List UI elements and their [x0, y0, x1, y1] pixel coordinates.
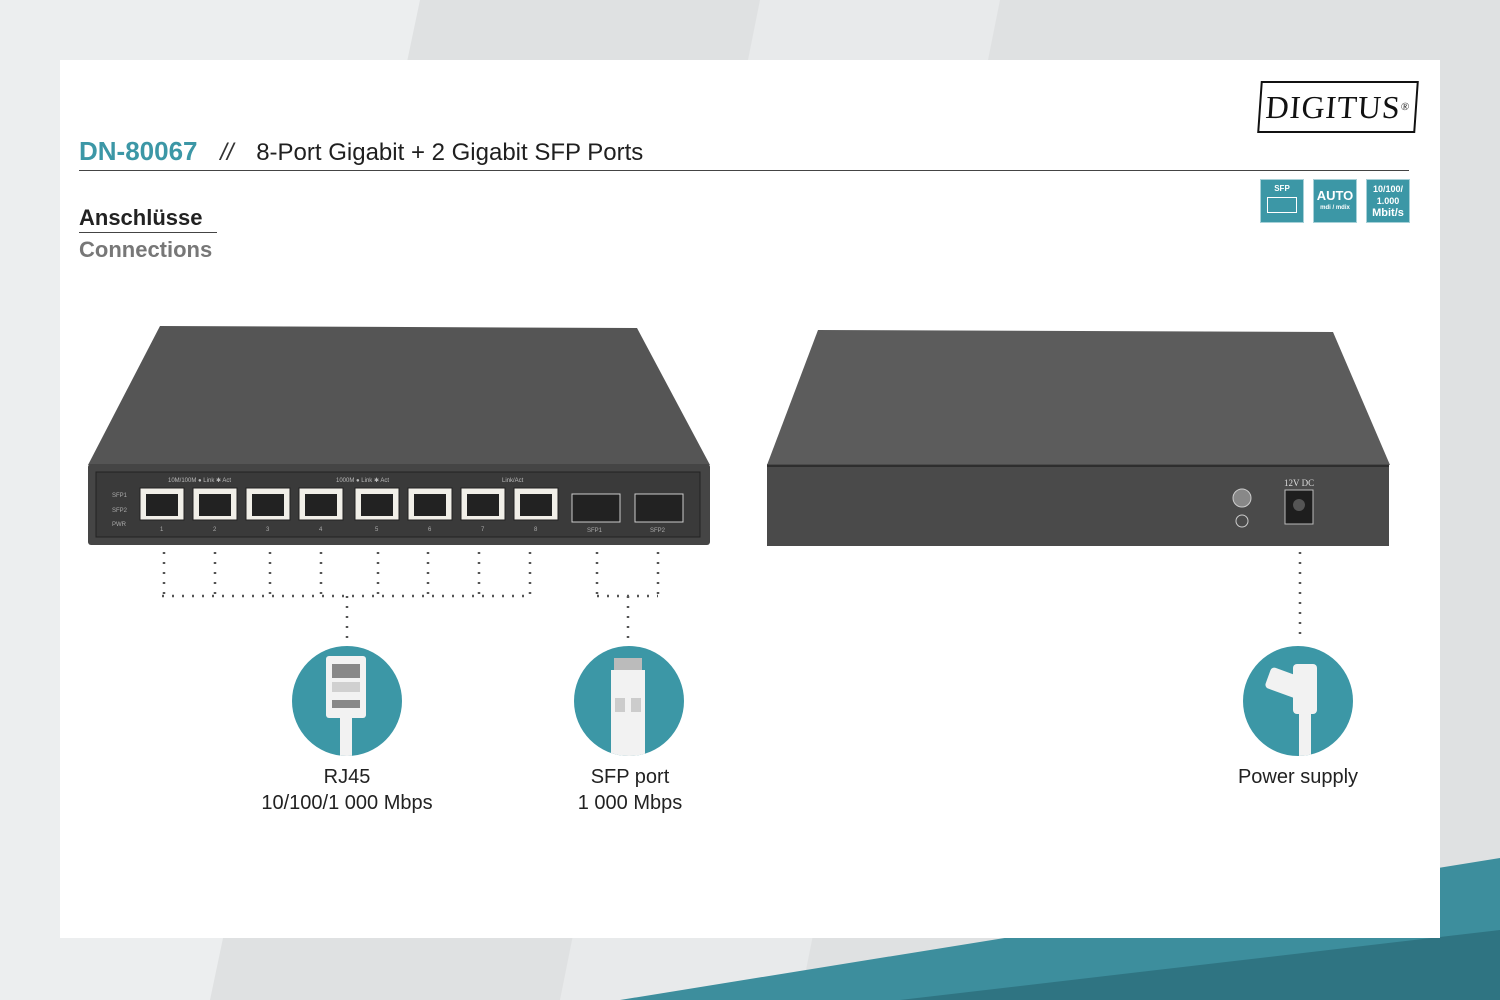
section-divider [79, 232, 217, 233]
ground-screw [1232, 488, 1252, 508]
speed-badge: 10/100/ 1.000 Mbit/s [1366, 179, 1410, 223]
rj45-port-opening [414, 494, 446, 516]
power-caption: Power supply [1168, 764, 1428, 790]
port-number-label: 3 [266, 527, 270, 533]
product-title-line: DN-80067 // 8-Port Gigabit + 2 Gigabit S… [79, 136, 643, 167]
section-title-de: Anschlüsse [79, 205, 203, 230]
led-label-sfp1: SFP1 [112, 493, 128, 499]
led-label-pwr: PWR [112, 522, 127, 528]
rj45-port-opening [361, 494, 393, 516]
auto-mdix-badge: AUTO mdi / mdix [1313, 179, 1357, 223]
rj45-port-opening [146, 494, 178, 516]
switch-rear-view: 12V DC [767, 330, 1390, 546]
sfp-label-1: SFP1 [587, 528, 603, 534]
sfp-spec: 1 000 Mbps [577, 792, 683, 814]
sfp-caption: SFP port 1 000 Mbps [500, 764, 760, 816]
sfp-badge: SFP [1260, 179, 1304, 223]
section-title-en: Connections [79, 237, 213, 262]
port-number-label: 6 [428, 527, 432, 533]
product-title: 8-Port Gigabit + 2 Gigabit SFP Ports [256, 139, 644, 166]
feature-badges: SFP AUTO mdi / mdix 10/100/ 1.000 Mbit/s [1260, 179, 1410, 223]
port-number-label: 4 [319, 527, 323, 533]
rj45-port-opening [305, 494, 337, 516]
power-name: Power supply [1237, 766, 1359, 788]
sfp-connector-icon [574, 646, 684, 756]
rj45-caption: RJ45 10/100/1 000 Mbps [217, 764, 477, 816]
front-legend-right: Link/Act [502, 478, 524, 484]
rj45-ports: 1 2 3 4 5 6 7 8 [139, 487, 559, 533]
rj45-spec: 10/100/1 000 Mbps [261, 792, 433, 814]
front-legend-mid: 1000M ● Link ✱ Act [336, 477, 389, 484]
port-number-label: 2 [213, 527, 217, 533]
title-separator: // [220, 139, 234, 166]
connection-lines [162, 552, 1302, 638]
product-code: DN-80067 [79, 136, 198, 166]
port-number-label: 8 [534, 527, 538, 533]
dc-label: 12V DC [1284, 478, 1314, 488]
sfp-label-2: SFP2 [650, 528, 666, 534]
rj45-port-opening [199, 494, 231, 516]
port-number-label: 1 [160, 527, 164, 533]
rj45-name: RJ45 [323, 766, 371, 788]
device-illustrations: 10M/100M ● Link ✱ Act 1000M ● Link ✱ Act… [88, 326, 1390, 638]
power-connector-icon [1243, 646, 1353, 756]
port-number-label: 5 [375, 527, 379, 533]
led-label-sfp2: SFP2 [112, 508, 128, 514]
sfp-port-1 [571, 493, 621, 523]
sfp-name: SFP port [590, 766, 670, 788]
ground-icon [1235, 514, 1249, 528]
switch-front-view: 10M/100M ● Link ✱ Act 1000M ● Link ✱ Act… [88, 326, 710, 545]
product-card: DN-80067 // 8-Port Gigabit + 2 Gigabit S… [60, 60, 1440, 938]
sfp-port-2 [634, 493, 684, 523]
port-number-label: 7 [481, 527, 485, 533]
rj45-port-opening [252, 494, 284, 516]
sfp-icon [1267, 197, 1297, 213]
rj45-connector-icon [292, 646, 402, 756]
rj45-port-opening [467, 494, 499, 516]
rj45-port-opening [520, 494, 552, 516]
front-legend-left: 10M/100M ● Link ✱ Act [168, 477, 231, 484]
title-divider [79, 170, 1409, 171]
